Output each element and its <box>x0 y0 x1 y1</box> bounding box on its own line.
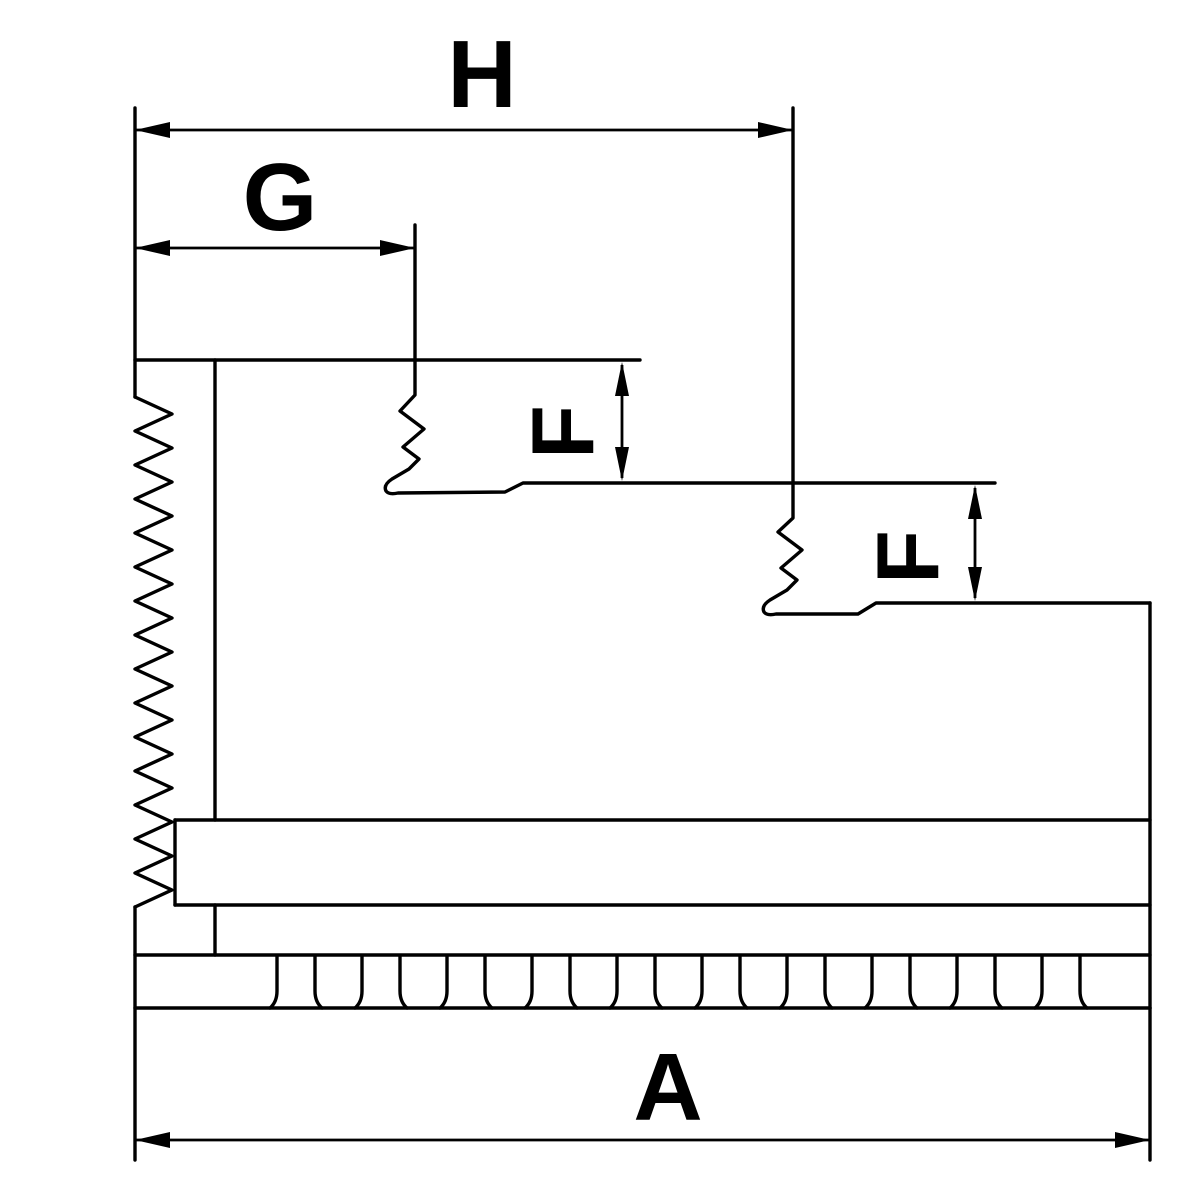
step2-face-and-surface3-line <box>761 106 1152 617</box>
tooth-slot <box>1033 954 1089 1010</box>
step1-face-and-surface2-line <box>383 223 997 496</box>
arrowhead-h-left <box>135 122 170 138</box>
dim-label-g: G <box>243 144 318 251</box>
dim-label-a: A <box>633 1034 702 1141</box>
tooth-slot <box>353 954 409 1010</box>
tooth-slot <box>693 954 749 1010</box>
left-serration <box>133 395 174 909</box>
dimensions: H G F F A <box>135 21 1150 1148</box>
part-outline <box>133 106 1152 1162</box>
bottom-teeth <box>268 954 1089 1010</box>
arrowhead-f-lower-bottom <box>968 567 982 601</box>
arrowhead-a-right <box>1115 1132 1150 1148</box>
arrowhead-a-left <box>135 1132 170 1148</box>
tooth-slot <box>523 954 579 1010</box>
arrowhead-f-upper-top <box>615 362 629 396</box>
arrowhead-g-right <box>380 240 415 256</box>
tooth-slot <box>438 954 494 1010</box>
tooth-slot <box>608 954 664 1010</box>
arrowhead-f-lower-top <box>968 485 982 519</box>
tooth-slot <box>778 954 834 1010</box>
arrowhead-g-left <box>135 240 170 256</box>
dim-label-f-upper: F <box>514 405 613 459</box>
tooth-slot <box>863 954 919 1010</box>
dim-label-f-lower: F <box>859 530 958 584</box>
arrowhead-f-upper-bottom <box>615 447 629 481</box>
arrowhead-h-right <box>758 122 793 138</box>
tooth-slot <box>268 954 324 1010</box>
dim-label-h: H <box>447 21 516 128</box>
tooth-slot <box>948 954 1004 1010</box>
